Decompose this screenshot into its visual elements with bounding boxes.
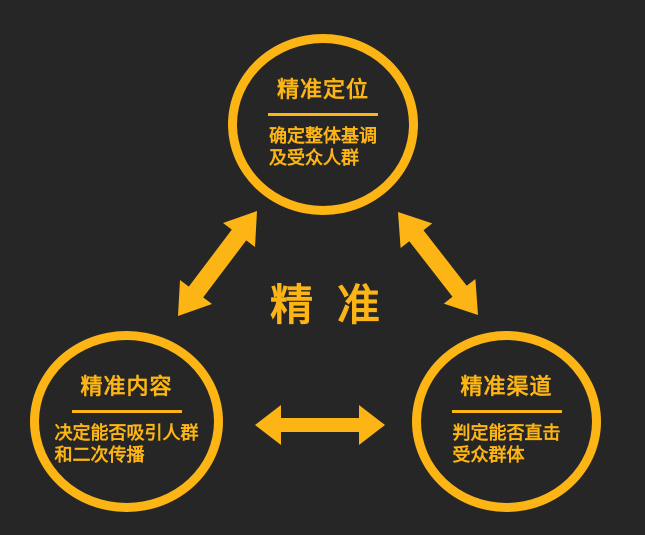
title-divider [451,409,562,413]
node-description-line: 决定能否吸引人群 [54,422,199,443]
node-precise-positioning: 精准定位 确定整体基调 及受众人群 [228,34,418,215]
title-divider [71,409,182,413]
node-description: 决定能否吸引人群 和二次传播 [55,422,199,467]
node-description-line: 受众群体 [452,445,525,465]
node-description-line: 及受众人群 [269,148,359,168]
double-arrow-icon-top-bottomright [398,212,478,315]
node-description-line: 确定整体基调 [269,125,377,146]
center-label: 精准 [270,282,404,330]
node-description-line: 和二次传播 [54,445,145,465]
node-title: 精准渠道 [460,373,553,399]
node-description: 确定整体基调 及受众人群 [269,125,377,170]
node-title: 精准内容 [80,373,173,399]
double-arrow-icon-top-bottomleft [178,211,257,316]
node-description-line: 判定能否直击 [452,422,561,443]
double-arrow-icon-bottomleft-bottomright [255,405,385,445]
node-precise-content: 精准内容 决定能否吸引人群 和二次传播 [30,331,223,512]
node-description: 判定能否直击 受众群体 [453,422,561,467]
node-precise-channel: 精准渠道 判定能否直击 受众群体 [412,331,601,512]
title-divider [268,112,378,116]
node-title: 精准定位 [276,76,369,102]
